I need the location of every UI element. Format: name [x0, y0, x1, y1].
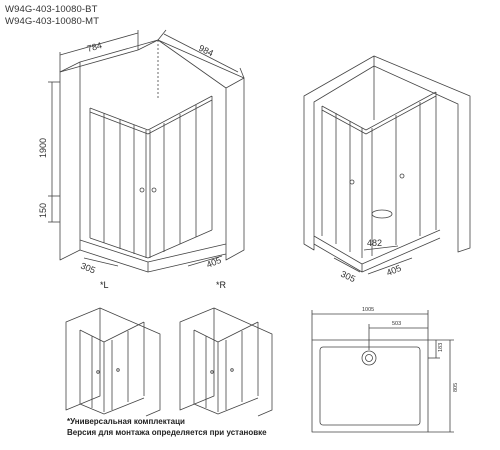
model-code-bt: W94G-403-10080-BT — [5, 4, 98, 15]
drain-offset-y-label: 183 — [438, 343, 444, 352]
back-left-wall — [303, 55, 375, 251]
mounting-version-note: Версия для монтажа определяется при уста… — [67, 428, 267, 437]
tray-outer — [311, 339, 429, 433]
enclosure-installed-view — [303, 55, 471, 275]
installed-door-right-label: 405 — [385, 263, 403, 278]
door-left-dim-label: 305 — [79, 261, 97, 276]
tray-plan-drain — [361, 350, 377, 366]
tray-depth-label: 805 — [453, 383, 459, 392]
tray-width-label: 1005 — [362, 307, 374, 313]
tray-inner — [319, 346, 421, 426]
frame-top — [89, 95, 213, 131]
model-code-mt: W94G-403-10080-MT — [5, 16, 100, 27]
enclosure-dimensioned-view — [48, 29, 245, 273]
door-handle-right — [151, 187, 157, 193]
width-dim-line — [163, 33, 239, 73]
variant-right-label: *R — [216, 280, 227, 290]
door-right-dim-label: 405 — [205, 255, 223, 270]
door-left-dim-line — [83, 257, 119, 267]
variant-right-view — [179, 307, 273, 417]
drain-offset-x-label: 503 — [392, 321, 401, 327]
depth-dim-line — [59, 32, 139, 56]
right-wall — [225, 77, 245, 261]
wall-top-edge — [79, 39, 245, 79]
installed-door-left-label: 305 — [339, 269, 357, 284]
tray-plan-view — [311, 310, 454, 433]
width-dim-label: 984 — [197, 43, 215, 59]
variant-left-view — [65, 307, 161, 417]
depth-dim-label: 784 — [86, 40, 103, 54]
height-dim-label: 1900 — [38, 138, 48, 158]
tray-drain — [371, 209, 393, 219]
universal-kit-note: *Универсальная комплектаци — [67, 417, 185, 426]
entry-diagonal-label: 482 — [367, 238, 382, 248]
variant-left-label: *L — [100, 280, 109, 290]
door-handle-left — [139, 187, 145, 193]
tray-height-dim-label: 150 — [38, 203, 48, 218]
entry-diagonal-dim-line — [363, 245, 399, 251]
door-right-dim-line — [187, 255, 223, 267]
left-wall — [59, 61, 81, 261]
